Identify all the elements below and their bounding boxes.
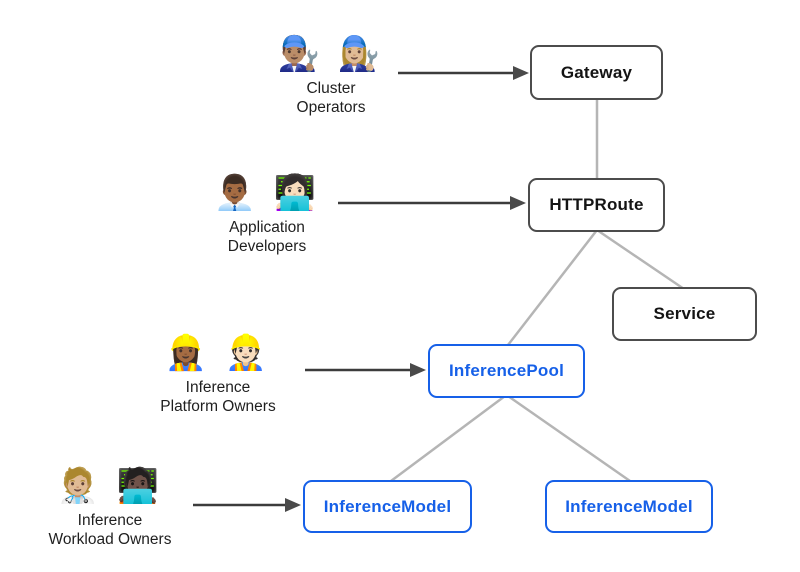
persona-inference-workload-owners: 🧑🏼‍⚕️ 🧑🏿‍💻 Inference Workload Owners <box>10 463 210 549</box>
persona-inference-platform-owners-label: Inference Platform Owners <box>118 378 318 416</box>
persona-cluster-operators: 👨🏽‍🔧 👩🏼‍🔧 Cluster Operators <box>241 31 421 117</box>
node-service: Service <box>612 287 757 341</box>
node-httproute: HTTPRoute <box>528 178 665 232</box>
woman-construction-worker-emoji: 👷🏾‍♀️ <box>164 334 212 372</box>
persona-application-developers: 👨🏾‍💼 👩🏻‍💻 Application Developers <box>177 170 357 256</box>
application-developers-emoji-row: 👨🏾‍💼 👩🏻‍💻 <box>177 170 357 216</box>
node-inferencepool: InferencePool <box>428 344 585 398</box>
platform-owners-emoji-row: 👷🏾‍♀️ 👷🏻 <box>118 330 318 376</box>
health-worker-emoji: 🧑🏼‍⚕️ <box>56 467 104 505</box>
label-line-2: Developers <box>227 238 307 255</box>
node-service-label: Service <box>653 304 716 323</box>
edge-httproute-service <box>596 228 685 291</box>
edge-inferencepool-inferencemodel-left <box>390 394 506 483</box>
label-line-2: Operators <box>296 99 366 116</box>
arrow-application-developers-httproute <box>338 196 526 210</box>
man-mechanic-emoji: 👨🏽‍🔧 <box>277 35 325 73</box>
persona-application-developers-label: Application Developers <box>177 218 357 256</box>
woman-technologist-emoji: 👩🏻‍💻 <box>273 174 321 212</box>
man-office-worker-emoji: 👨🏾‍💼 <box>213 174 261 212</box>
node-inferencepool-label: InferencePool <box>448 361 565 380</box>
node-inferencemodel-left: InferenceModel <box>303 480 472 533</box>
label-line-2: Platform Owners <box>160 398 276 415</box>
persona-inference-workload-owners-label: Inference Workload Owners <box>10 511 210 549</box>
cluster-operators-emoji-row: 👨🏽‍🔧 👩🏼‍🔧 <box>241 31 421 77</box>
node-httproute-label: HTTPRoute <box>549 195 644 214</box>
workload-owners-emoji-row: 🧑🏼‍⚕️ 🧑🏿‍💻 <box>10 463 210 509</box>
node-inferencemodel-right: InferenceModel <box>545 480 713 533</box>
node-inferencemodel-left-label: InferenceModel <box>323 496 452 516</box>
node-gateway-label: Gateway <box>560 62 633 82</box>
man-construction-worker-emoji: 👷🏻 <box>224 334 272 372</box>
label-line-2: Workload Owners <box>48 531 172 548</box>
persona-inference-platform-owners: 👷🏾‍♀️ 👷🏻 Inference Platform Owners <box>118 330 318 416</box>
man-technologist-emoji: 🧑🏿‍💻 <box>116 467 164 505</box>
arrow-platform-owners-inferencepool <box>305 363 426 377</box>
label-line-1: Inference <box>77 512 143 529</box>
label-line-1: Inference <box>185 379 251 396</box>
label-line-1: Cluster <box>306 80 356 97</box>
node-inferencemodel-right-label: InferenceModel <box>565 496 693 516</box>
node-gateway: Gateway <box>530 45 663 100</box>
label-line-1: Application <box>229 219 305 236</box>
edge-httproute-inferencepool <box>507 229 598 346</box>
woman-mechanic-emoji: 👩🏼‍🔧 <box>337 35 385 73</box>
edge-inferencepool-inferencemodel-right <box>507 394 631 483</box>
persona-cluster-operators-label: Cluster Operators <box>241 79 421 117</box>
